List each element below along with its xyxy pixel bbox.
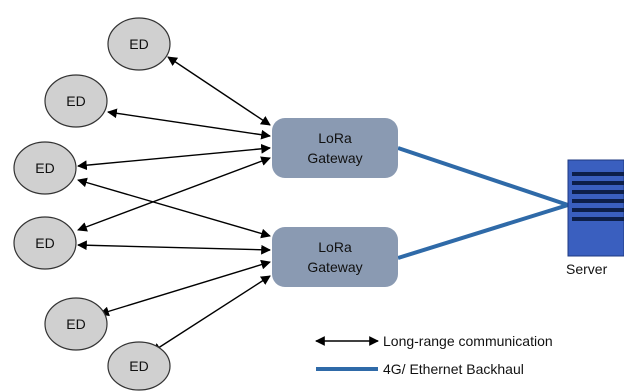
link-ed5-gw2 bbox=[99, 259, 271, 317]
end-device-label: ED bbox=[35, 235, 54, 251]
server-icon bbox=[567, 159, 624, 257]
link-ed4-gw2 bbox=[77, 240, 271, 255]
end-device-label: ED bbox=[66, 316, 85, 332]
backhaul-link-2 bbox=[397, 203, 569, 260]
backhaul-link-1 bbox=[397, 146, 569, 207]
gateway-label-line1: LoRa bbox=[318, 130, 352, 146]
end-device-3: ED bbox=[13, 141, 77, 195]
gateway-label-line2: Gateway bbox=[307, 150, 362, 166]
end-device-4: ED bbox=[13, 216, 77, 270]
end-device-label: ED bbox=[66, 93, 85, 109]
end-device-label: ED bbox=[129, 358, 148, 374]
end-device-label: ED bbox=[35, 160, 54, 176]
legend-backhaul-label: 4G/ Ethernet Backhaul bbox=[383, 361, 524, 377]
link-ed4-gw1 bbox=[77, 156, 271, 232]
end-device-5: ED bbox=[44, 297, 108, 351]
link-ed3-gw1 bbox=[77, 143, 271, 171]
server-label: Server bbox=[566, 261, 608, 277]
end-device-1: ED bbox=[107, 17, 171, 71]
legend-long-range-label: Long-range communication bbox=[383, 333, 553, 349]
end-device-label: ED bbox=[129, 36, 148, 52]
end-device-2: ED bbox=[44, 74, 108, 128]
end-device-6: ED bbox=[107, 341, 171, 391]
link-ed3-gw2 bbox=[77, 177, 271, 239]
gateway-label-line2: Gateway bbox=[307, 259, 362, 275]
link-ed2-gw1 bbox=[107, 108, 271, 140]
link-ed1-gw1 bbox=[167, 56, 271, 126]
gateway-label-line1: LoRa bbox=[318, 239, 352, 255]
legend: Long-range communication 4G/ Ethernet Ba… bbox=[315, 333, 553, 377]
link-ed6-gw2 bbox=[151, 275, 271, 353]
lora-gateway-1: LoRa Gateway bbox=[272, 118, 398, 178]
lora-gateway-2: LoRa Gateway bbox=[272, 227, 398, 287]
